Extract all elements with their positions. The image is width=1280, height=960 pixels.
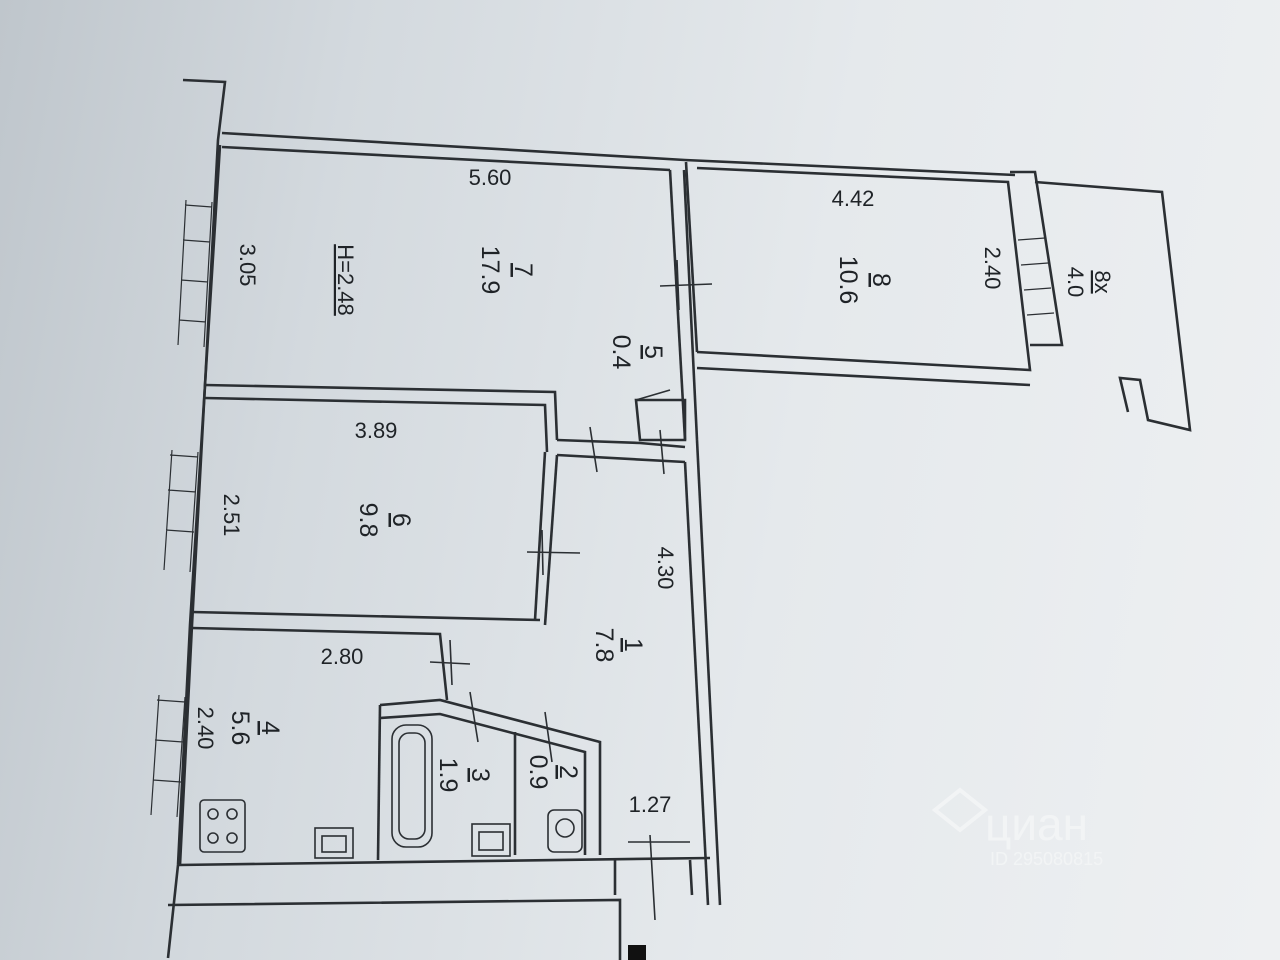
corner-marker xyxy=(628,945,646,960)
room-3-number: 3 xyxy=(466,768,494,782)
watermark-id: ID 295080815 xyxy=(990,849,1103,869)
cian-watermark: циан ID 295080815 xyxy=(931,787,1103,869)
room-8x-area: 4.0 xyxy=(1063,267,1088,298)
room-4-width: 2.40 xyxy=(193,707,218,750)
room-2-area: 0.9 xyxy=(524,755,552,790)
room-5-area: 0.4 xyxy=(607,335,635,370)
room-1-length: 4.30 xyxy=(653,547,678,590)
room-1-number: 1 xyxy=(619,638,647,652)
room-8-area: 10.6 xyxy=(834,256,862,305)
fixtures xyxy=(199,724,583,859)
door-markers xyxy=(429,259,713,921)
room-6-width: 2.51 xyxy=(219,494,244,537)
room-7-area: 17.9 xyxy=(476,246,504,295)
room-6-length: 3.89 xyxy=(355,418,398,443)
room-8-width: 2.40 xyxy=(980,247,1005,290)
watermark-brand: циан xyxy=(985,798,1088,850)
cian-logo-icon xyxy=(931,787,989,833)
room-4-length: 2.80 xyxy=(321,644,364,669)
room-7-width: 3.05 xyxy=(235,244,260,287)
stove-icon xyxy=(199,799,246,853)
room-6-number: 6 xyxy=(387,513,415,527)
bathtub-icon xyxy=(391,724,433,848)
room-3-area: 1.9 xyxy=(434,758,462,793)
room-7-length: 5.60 xyxy=(469,165,512,190)
room-2-number: 2 xyxy=(554,765,582,779)
room-4-area: 5.6 xyxy=(226,711,254,746)
ceiling-height: H=2.48 xyxy=(333,244,358,316)
bath-sink-icon xyxy=(471,823,511,857)
room-6-area: 9.8 xyxy=(354,503,382,538)
room-1-width: 1.27 xyxy=(629,792,672,817)
walls xyxy=(150,78,1192,960)
room-8-length: 4.42 xyxy=(832,186,875,211)
room-5-number: 5 xyxy=(639,345,667,359)
kitchen-sink-icon xyxy=(314,827,354,859)
labels: 5.60 3.05 H=2.48 7 17.9 4.42 2.40 8 10.6… xyxy=(193,165,1115,817)
room-1-area: 7.8 xyxy=(590,628,618,663)
room-4-number: 4 xyxy=(256,721,284,735)
toilet-icon xyxy=(547,809,583,853)
room-8-number: 8 xyxy=(867,273,895,287)
room-7-number: 7 xyxy=(509,263,537,277)
room-8x-number: 8x xyxy=(1090,270,1115,293)
